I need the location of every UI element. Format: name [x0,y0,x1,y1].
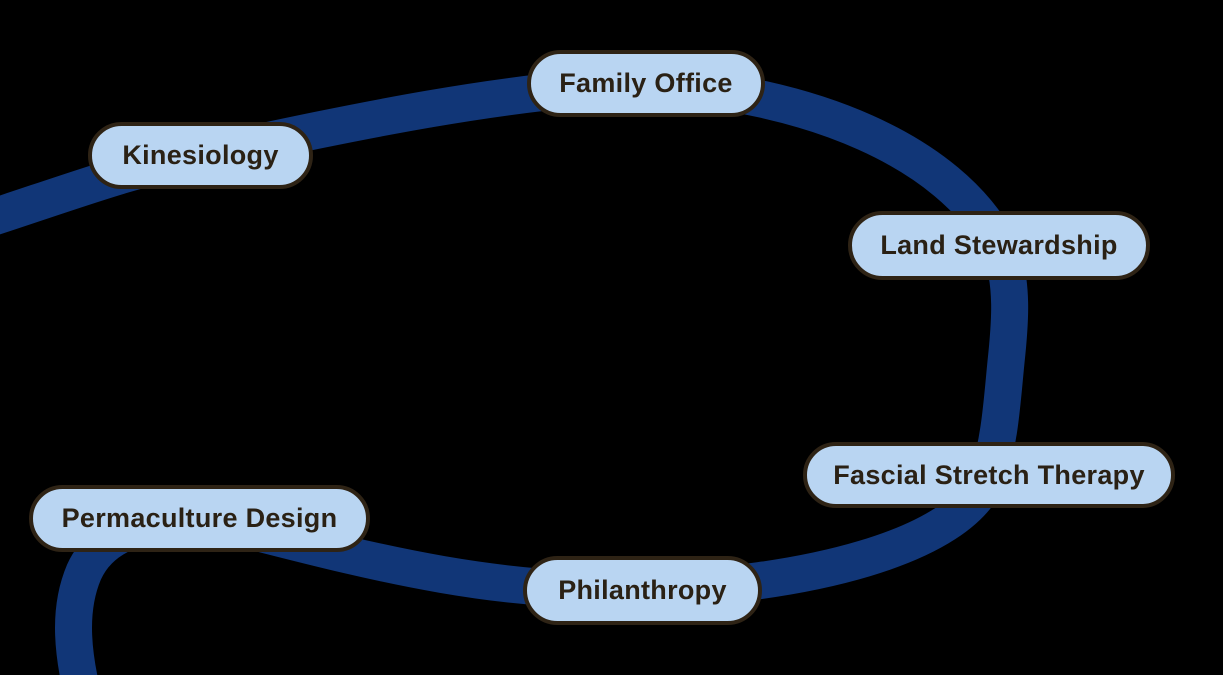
node-family-office: Family Office [527,50,765,117]
node-family-office-label: Family Office [559,68,733,98]
node-fascial-stretch-therapy-label: Fascial Stretch Therapy [833,459,1145,490]
node-kinesiology: Kinesiology [88,122,313,189]
node-kinesiology-label: Kinesiology [122,140,279,170]
node-land-stewardship-label: Land Stewardship [880,230,1118,260]
node-permaculture-design-label: Permaculture Design [61,503,338,533]
node-fascial-stretch-therapy: Fascial Stretch Therapy [803,442,1175,508]
node-permaculture-design: Permaculture Design [29,485,370,552]
node-philanthropy: Philanthropy [523,556,762,625]
node-philanthropy-label: Philanthropy [558,575,727,605]
node-land-stewardship: Land Stewardship [848,211,1150,280]
